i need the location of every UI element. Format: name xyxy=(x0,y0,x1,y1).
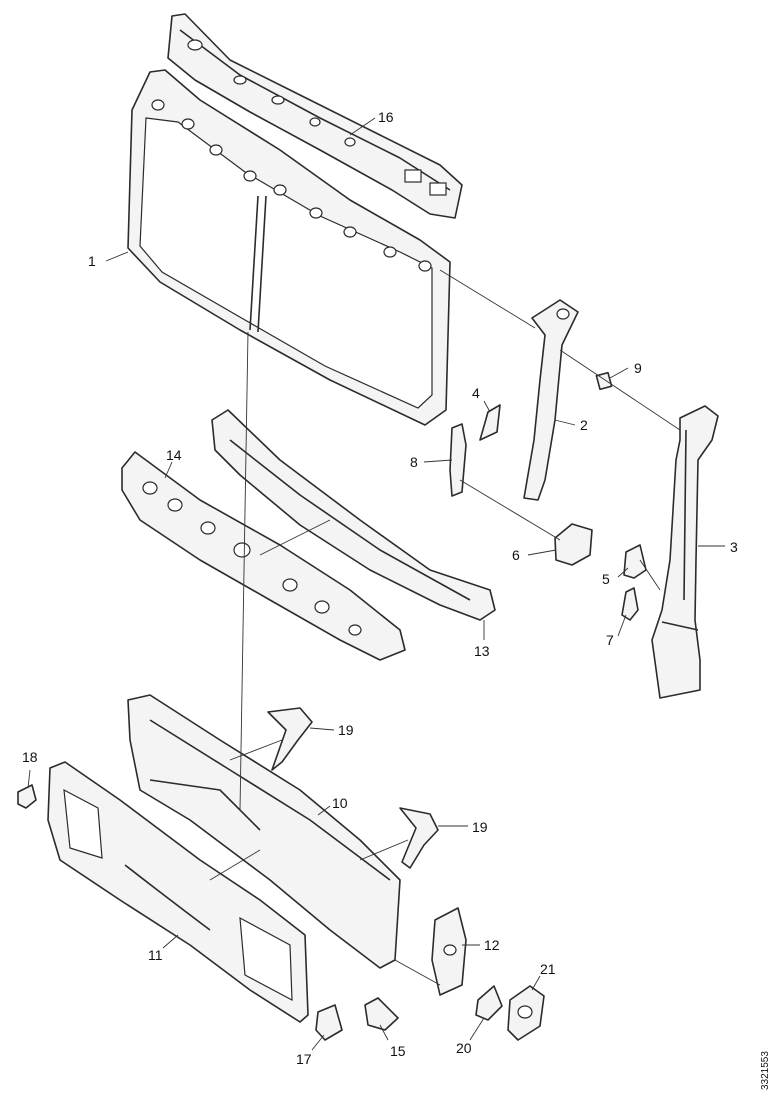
part-19-upper-bracket xyxy=(267,707,313,771)
callout-18: 18 xyxy=(22,749,38,765)
callout-16: 16 xyxy=(378,109,394,125)
callout-1: 1 xyxy=(88,253,96,269)
part-7-bracket xyxy=(621,587,639,621)
callout-17: 17 xyxy=(296,1051,312,1067)
assembly-lines xyxy=(209,269,681,986)
part-2-pillar-inner xyxy=(523,299,579,501)
part-18-clip xyxy=(17,784,37,809)
part-17-bracket xyxy=(315,1004,343,1041)
part-20-bracket xyxy=(475,985,503,1021)
part-9-clip xyxy=(595,371,613,391)
part-11-dash-lower xyxy=(47,761,309,1023)
part-14-cross-member xyxy=(121,451,406,661)
callout-19-upper: 19 xyxy=(338,722,354,738)
part-15-bracket xyxy=(364,997,399,1031)
part-16-upper-rail xyxy=(167,13,463,219)
callout-leaders xyxy=(27,117,725,1051)
callout-7: 7 xyxy=(606,632,614,648)
callout-21: 21 xyxy=(540,961,556,977)
callout-11: 11 xyxy=(148,947,163,963)
part-1-windshield-frame xyxy=(127,69,451,426)
callout-3: 3 xyxy=(730,539,738,555)
callout-4: 4 xyxy=(472,385,480,401)
callout-20: 20 xyxy=(456,1040,472,1056)
callout-8: 8 xyxy=(410,454,418,470)
callout-10: 10 xyxy=(332,795,348,811)
part-21-plate xyxy=(507,985,545,1041)
part-5-bracket xyxy=(623,544,647,579)
part-13-cowl-rail xyxy=(211,409,496,621)
callout-14: 14 xyxy=(166,447,182,463)
callout-6: 6 xyxy=(512,547,520,563)
diagram-reference-code: 3321553 xyxy=(760,1051,771,1090)
callout-9: 9 xyxy=(634,360,642,376)
part-4-bracket xyxy=(479,404,501,441)
part-19-lower-bracket xyxy=(399,807,439,869)
part-10-dash-upper xyxy=(127,694,401,969)
callout-13: 13 xyxy=(474,643,490,659)
part-6-bracket xyxy=(554,523,593,566)
part-8-bracket xyxy=(449,423,467,497)
callout-labels: 1 2 3 4 5 6 7 8 9 10 11 12 13 14 15 16 1… xyxy=(22,109,738,1067)
callout-2: 2 xyxy=(580,417,588,433)
callout-19-lower: 19 xyxy=(472,819,488,835)
callout-15: 15 xyxy=(390,1043,406,1059)
callout-12: 12 xyxy=(484,937,500,953)
part-3-pillar-outer xyxy=(651,405,719,699)
part-12-bracket xyxy=(431,907,467,996)
callout-5: 5 xyxy=(602,571,610,587)
